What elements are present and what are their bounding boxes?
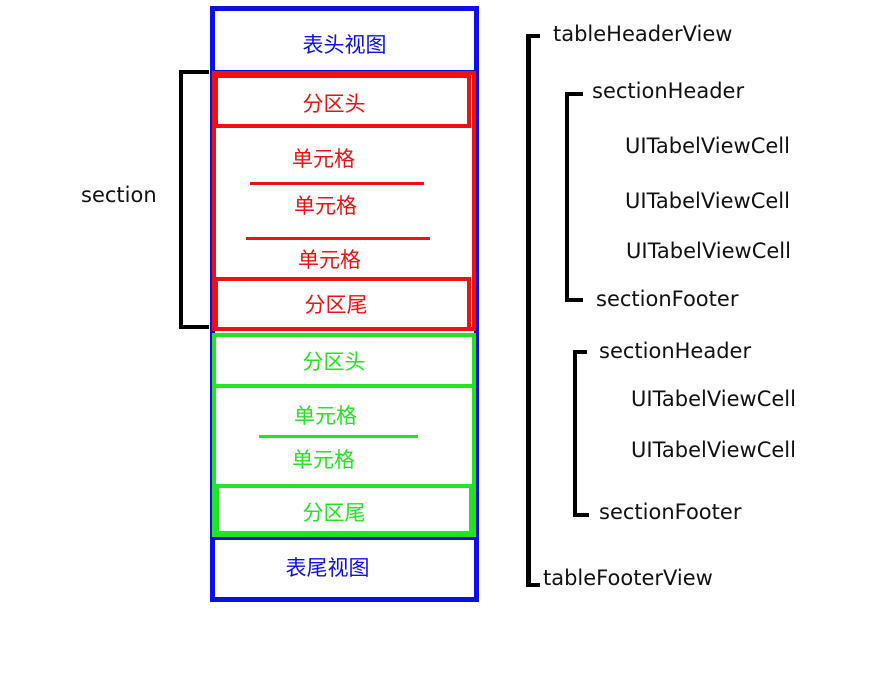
section1-cell-separator: [250, 182, 424, 185]
section1-cell-label: 单元格: [294, 194, 357, 218]
table-bracket-top-tick: [526, 34, 540, 38]
cell-annotation: UITabelViewCell: [626, 239, 791, 263]
cell-annotation: UITabelViewCell: [625, 134, 790, 158]
cell-annotation: UITabelViewCell: [625, 189, 790, 213]
group2-bracket-vertical: [573, 350, 577, 517]
section2-footer-label: 分区尾: [302, 501, 366, 525]
section1-cell-label: 单元格: [298, 248, 361, 272]
section-header-annotation: sectionHeader: [599, 339, 752, 363]
section1-footer-label: 分区尾: [304, 293, 368, 317]
group1-bracket-bottom-tick: [565, 298, 583, 302]
table-footer-top-border: [210, 536, 479, 540]
section2-cell-separator: [259, 435, 418, 438]
section-bracket-bottom-tick: [179, 325, 209, 329]
section1-header-frame: [214, 74, 471, 128]
section-header-annotation: sectionHeader: [592, 79, 745, 103]
section1-cell-label: 单元格: [292, 147, 355, 171]
section1-cell-separator: [246, 237, 430, 240]
table-footer-view-annotation: tableFooterView: [543, 566, 713, 590]
section-bracket-vertical: [179, 70, 183, 329]
table-header-view-annotation: tableHeaderView: [553, 22, 733, 46]
section1-footer-frame: [214, 277, 471, 331]
section2-cell-label: 单元格: [292, 448, 355, 472]
section-footer-annotation: sectionFooter: [599, 500, 742, 524]
section-footer-annotation: sectionFooter: [596, 287, 739, 311]
section2-cell-label: 单元格: [294, 404, 357, 428]
cell-annotation: UITabelViewCell: [631, 387, 796, 411]
section2-header-divider: [212, 384, 476, 388]
section-annotation: section: [81, 183, 157, 207]
group1-bracket-vertical: [565, 92, 569, 302]
section-bracket-top-tick: [179, 70, 209, 74]
section2-footer-frame: [215, 484, 473, 535]
table-bracket-bottom-tick: [526, 583, 540, 587]
group2-bracket-top-tick: [573, 350, 587, 354]
cell-annotation: UITabelViewCell: [631, 438, 796, 462]
table-bracket-vertical: [526, 34, 531, 587]
group1-bracket-top-tick: [565, 92, 583, 96]
table-header-label: 表头视图: [302, 33, 387, 57]
section2-header-label: 分区头: [302, 350, 366, 374]
group2-bracket-bottom-tick: [573, 513, 589, 517]
section2-frame: [212, 333, 476, 537]
table-footer-label: 表尾视图: [285, 556, 370, 580]
section1-header-label: 分区头: [302, 92, 366, 116]
